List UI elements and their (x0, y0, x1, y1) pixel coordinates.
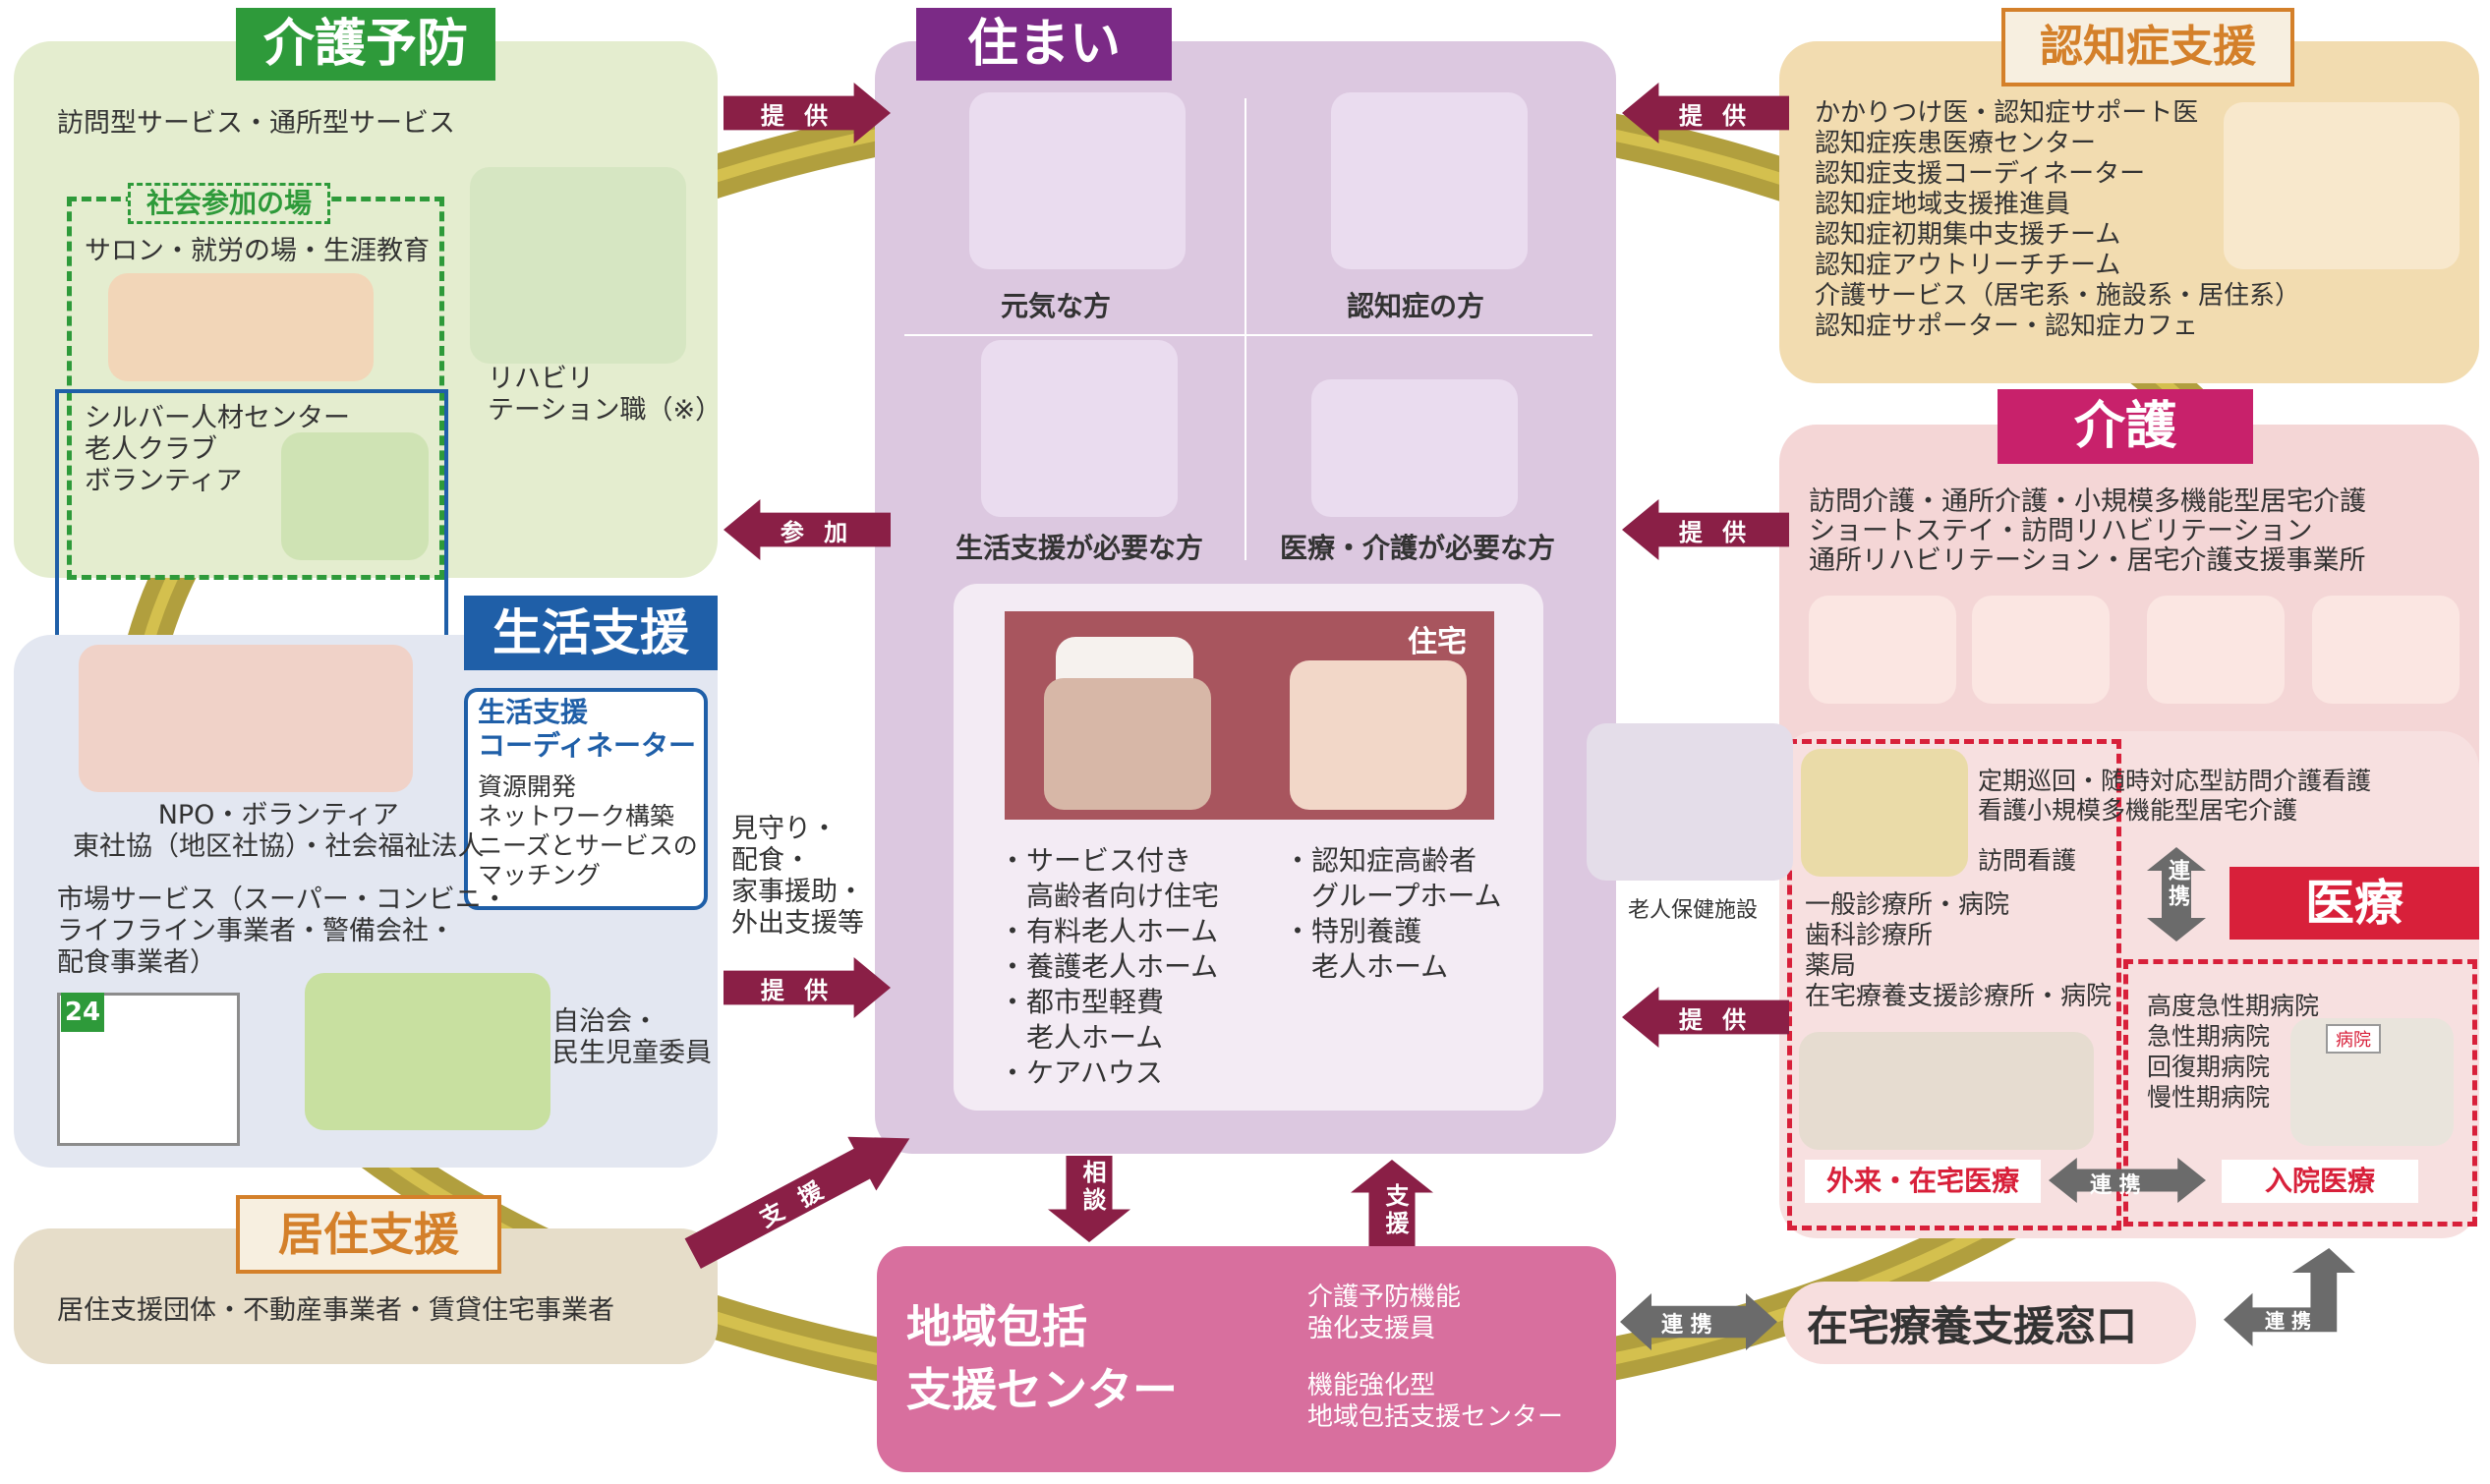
iryo-title: 医療 (2229, 867, 2479, 940)
arrow-soudan-label: 相談 (1078, 1160, 1106, 1215)
kaigo-illustration-1 (1809, 596, 1956, 704)
arrow-teikyo-kaigo-yobou-label: 提 供 (760, 101, 835, 130)
houmon-kango-illustration (1801, 749, 1968, 877)
lamp-illustration (281, 432, 429, 560)
madoguchi-title: 在宅療養支援窓口 (1807, 1302, 2138, 1350)
hospitals-text: 高度急性期病院 急性期病院 回復期病院 慢性期病院 (2147, 992, 2320, 1112)
arrow-sanka-label: 参 加 (780, 518, 854, 546)
sumai-grid-h (904, 334, 1592, 336)
sumai-title: 住まい (916, 8, 1172, 81)
arrow-teikyo-iryo-label: 提 供 (1678, 1005, 1753, 1034)
rojin-hoken-label: 老人保健施設 (1628, 898, 1759, 923)
gairai-label: 外来・在宅医療 (1805, 1160, 2041, 1203)
rehab-text: リハビリ テーション職（※） (488, 364, 723, 426)
houkatsu-sub1: 介護予防機能 強化支援員 (1307, 1283, 1462, 1343)
store-sign: 24 (61, 993, 104, 1032)
arrow-teikyo-ninchi-label: 提 供 (1678, 101, 1753, 130)
kaigo-yobou-services: 訪問型サービス・通所型サービス (57, 108, 455, 139)
clinics-text: 一般診療所・病院 歯科診療所 薬局 在宅療養支援診療所・病院 (1805, 890, 2113, 1011)
market-text: 市場サービス（スーパー・コンビニ・ ライフライン事業者・警備会社・ 配食事業者） (57, 885, 508, 978)
seikatsu-illustration (981, 340, 1178, 517)
coordinator-items: 資源開発 ネットワーク構築 ニーズとサービスの マッチング (478, 772, 698, 889)
jutaku-label: 住宅 (1408, 625, 1467, 659)
rehab-illustration (470, 167, 686, 364)
rojin-hoken-illustration (1587, 723, 1793, 881)
ninchisho-shien-title: 認知症支援 (2001, 8, 2294, 86)
npo-text: NPO・ボランティア 東社協（地区社協）・社会福祉法人 (73, 800, 485, 862)
clinic-illustration (1799, 1032, 2094, 1150)
coordinator-title: 生活支援 コーディネーター (478, 696, 697, 762)
houkatsu-title: 地域包括 支援センター (906, 1300, 1178, 1416)
ninchi-label: 認知症の方 (1347, 290, 1485, 322)
kaigo-illustration-2 (1972, 596, 2110, 704)
houkatsu-sub2: 機能強化型 地域包括支援センター (1307, 1371, 1564, 1432)
nyuin-label: 入院医療 (2222, 1160, 2418, 1203)
jutaku-list-left: ・サービス付き 高齢者向け住宅 ・有料老人ホーム ・養護老人ホーム ・都市型軽費… (999, 844, 1220, 1089)
kaigo-items: 訪問介護・通所介護・小規模多機能型居宅介護 ショートステイ・訪問リハビリテーショ… (1809, 486, 2366, 576)
arrow-renkei-madoguchi-label: 連 携 (2265, 1309, 2311, 1333)
madoguchi-box (1783, 1282, 2196, 1364)
renkei-horizontal-label: 連 携 (2090, 1173, 2141, 1198)
renkei-vertical-label: 連携 (2165, 859, 2189, 910)
ninchisho-shien-items: かかりつけ医・認知症サポート医 認知症疾患医療センター 認知症支援コーディネータ… (1815, 98, 2301, 341)
kaigo-illustration-4 (2312, 596, 2460, 704)
jichikai-text: 自治会・ 民生児童委員 (552, 1006, 712, 1068)
houmon-kango-label: 訪問看護 (1978, 846, 2077, 875)
kyojuu-shien-title: 居住支援 (236, 1195, 501, 1274)
iryo-kaigo-label: 医療・介護が必要な方 (1280, 532, 1556, 564)
teiki-junkai-text: 定期巡回・随時対応型訪問介護看護 看護小規模多機能型居宅介護 (1978, 767, 2372, 825)
salon-text: サロン・就労の場・生涯教育 (85, 236, 430, 266)
mimamori-text: 見守り・ 配食・ 家事援助・ 外出支援等 (731, 814, 864, 939)
arrow-teikyo-seikatsu-label: 提 供 (760, 976, 835, 1004)
kyojuu-shien-items: 居住支援団体・不動産事業者・賃貸住宅事業者 (57, 1295, 614, 1326)
residents-illustration (1044, 678, 1211, 810)
arrow-teikyo-kaigo-label: 提 供 (1678, 518, 1753, 546)
houkatsu-panel (877, 1246, 1616, 1472)
kaigo-title: 介護 (1998, 389, 2253, 464)
doctors-illustration (2224, 102, 2460, 269)
shakai-sanka-label: 社会参加の場 (128, 183, 331, 224)
genki-illustration (969, 92, 1186, 269)
salon-illustration (108, 273, 374, 381)
npo-illustration (79, 645, 413, 792)
arrow-shien-up-label: 支援 (1381, 1183, 1409, 1238)
nyuin-frame (2123, 959, 2477, 1227)
kaigo-illustration-3 (2147, 596, 2285, 704)
jutaku-list-right: ・認知症高齢者 グループホーム ・特別養護 老人ホーム (1284, 844, 1502, 983)
gairai-frame (1787, 739, 2121, 1230)
ninchi-illustration (1331, 92, 1528, 269)
seikatsu-label: 生活支援が必要な方 (955, 532, 1204, 564)
coordinator-box (464, 688, 708, 910)
hospital-sign: 病院 (2326, 1024, 2381, 1054)
kaigo-yobou-title: 介護予防 (236, 8, 495, 81)
silver-text: シルバー人材センター 老人クラブ ボランティア (85, 403, 350, 496)
iryo-kaigo-illustration (1311, 379, 1518, 517)
genki-label: 元気な方 (1001, 290, 1112, 322)
apartment-illustration (1290, 660, 1467, 810)
jichikai-illustration (305, 973, 550, 1130)
arrow-renkei-houkatsu-label: 連 携 (1661, 1313, 1712, 1338)
sumai-grid-v (1245, 98, 1246, 560)
seikatsu-shien-title: 生活支援 (464, 596, 718, 670)
